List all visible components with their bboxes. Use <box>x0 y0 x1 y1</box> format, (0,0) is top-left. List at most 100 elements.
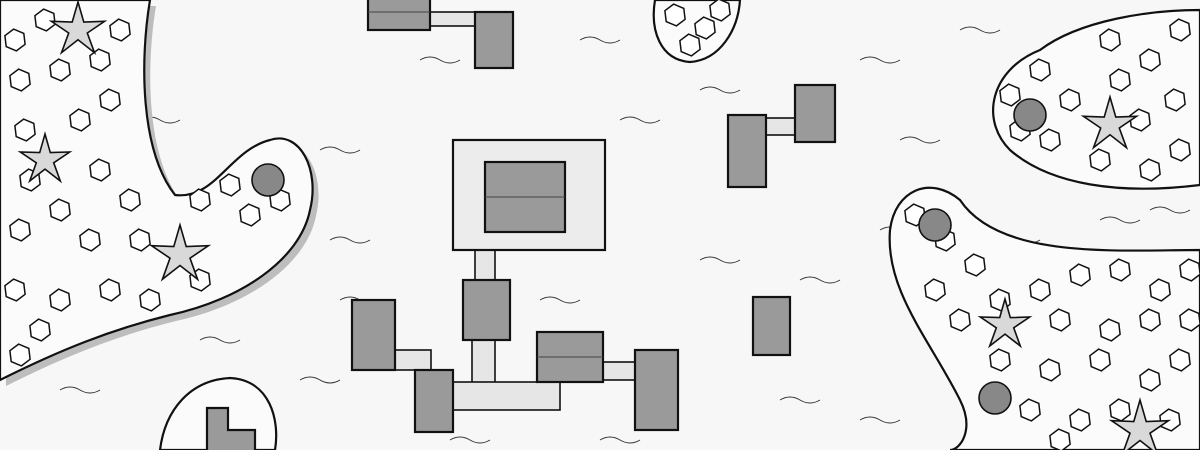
tree-icon <box>1069 408 1091 432</box>
water-ripple <box>299 376 341 384</box>
star-tree-icon <box>1080 94 1140 151</box>
walkways <box>394 11 798 411</box>
well-icon <box>1013 98 1047 132</box>
water-ripple <box>959 26 1001 34</box>
right-bottom-forest-shore <box>888 186 1200 450</box>
tree-icon <box>1129 108 1151 132</box>
trees <box>4 0 1200 450</box>
tree-icon <box>1089 348 1111 372</box>
tree-icon <box>924 278 946 302</box>
tree-icon <box>99 278 121 302</box>
building <box>461 278 512 342</box>
tree-icon <box>69 108 91 132</box>
water-ripple <box>859 56 901 64</box>
building <box>413 368 455 434</box>
water-ripple <box>799 276 841 284</box>
tree-icon <box>49 198 71 222</box>
tree-icon <box>679 33 701 57</box>
water-ripple <box>59 386 101 394</box>
building <box>633 348 680 432</box>
tree-icon <box>1019 398 1041 422</box>
roof-lines <box>368 11 603 358</box>
tree-icon <box>964 253 986 277</box>
tree-icon <box>34 8 56 32</box>
building <box>205 406 257 450</box>
tree-icon <box>1039 128 1061 152</box>
tree-icon <box>1039 358 1061 382</box>
tree-icon <box>119 188 141 212</box>
water-ripple <box>699 86 741 94</box>
tree-icon <box>1029 278 1051 302</box>
tree-icon <box>1069 263 1091 287</box>
tree-icon <box>999 83 1021 107</box>
tree-icon <box>1169 348 1191 372</box>
tree-icon <box>1049 308 1071 332</box>
tree-icon <box>219 173 241 197</box>
water-ripple <box>319 146 361 154</box>
tree-icon <box>99 88 121 112</box>
tree-icon <box>1169 18 1191 42</box>
water-ripple <box>859 416 901 424</box>
tree-icon <box>189 188 211 212</box>
tree-icon <box>89 48 111 72</box>
tree-icon <box>29 318 51 342</box>
tree-icon <box>9 68 31 92</box>
tree-icon <box>694 16 716 40</box>
tree-icon <box>1179 308 1200 332</box>
tree-icon <box>109 18 131 42</box>
building <box>793 83 837 144</box>
water-ripple <box>1149 206 1191 214</box>
building <box>366 0 432 32</box>
tree-icon <box>1169 138 1191 162</box>
water-ripple <box>619 116 661 124</box>
tree-icon <box>1089 148 1111 172</box>
tree-icon <box>49 288 71 312</box>
water-ripple <box>419 56 461 64</box>
tree-icon <box>9 218 31 242</box>
tree-icon <box>1164 88 1186 112</box>
tree-icon <box>89 158 111 182</box>
building <box>350 298 397 372</box>
tree-icon <box>949 308 971 332</box>
star-tree-icon <box>148 222 212 282</box>
tree-icon <box>1109 258 1131 282</box>
tree-icon <box>1099 28 1121 52</box>
tree-icon <box>1179 258 1200 282</box>
tree-icon <box>1139 158 1161 182</box>
water-ripple <box>599 436 641 444</box>
tree-icon <box>709 0 731 22</box>
tree-icon <box>79 228 101 252</box>
building <box>473 10 515 70</box>
tree-icon <box>14 118 36 142</box>
tree-icon <box>1139 308 1161 332</box>
tree-icon <box>4 278 26 302</box>
tree-icon <box>239 203 261 227</box>
tree-icon <box>989 348 1011 372</box>
tree-icon <box>139 288 161 312</box>
water-ripple <box>539 296 581 304</box>
water-ripple <box>1099 216 1141 224</box>
star-tree-icon <box>977 296 1033 349</box>
well-icon <box>251 163 285 197</box>
tree-icon <box>1029 58 1051 82</box>
water-ripple <box>449 436 491 444</box>
tree-icon <box>1139 48 1161 72</box>
tree-icon <box>49 58 71 82</box>
water-ripple <box>329 236 371 244</box>
tree-icon <box>1109 68 1131 92</box>
tree-icon <box>129 228 151 252</box>
water-ripple <box>579 36 621 44</box>
building <box>726 113 768 189</box>
building <box>751 295 792 357</box>
water-ripple <box>779 396 821 404</box>
water-ripple <box>699 256 741 264</box>
tree-icon <box>664 3 686 27</box>
tree-icon <box>1049 428 1071 450</box>
tree-icon <box>9 343 31 367</box>
tree-icon <box>4 28 26 52</box>
water-ripple <box>199 336 241 344</box>
well-icon <box>918 208 952 242</box>
tree-icon <box>1139 368 1161 392</box>
well-icon <box>978 381 1012 415</box>
